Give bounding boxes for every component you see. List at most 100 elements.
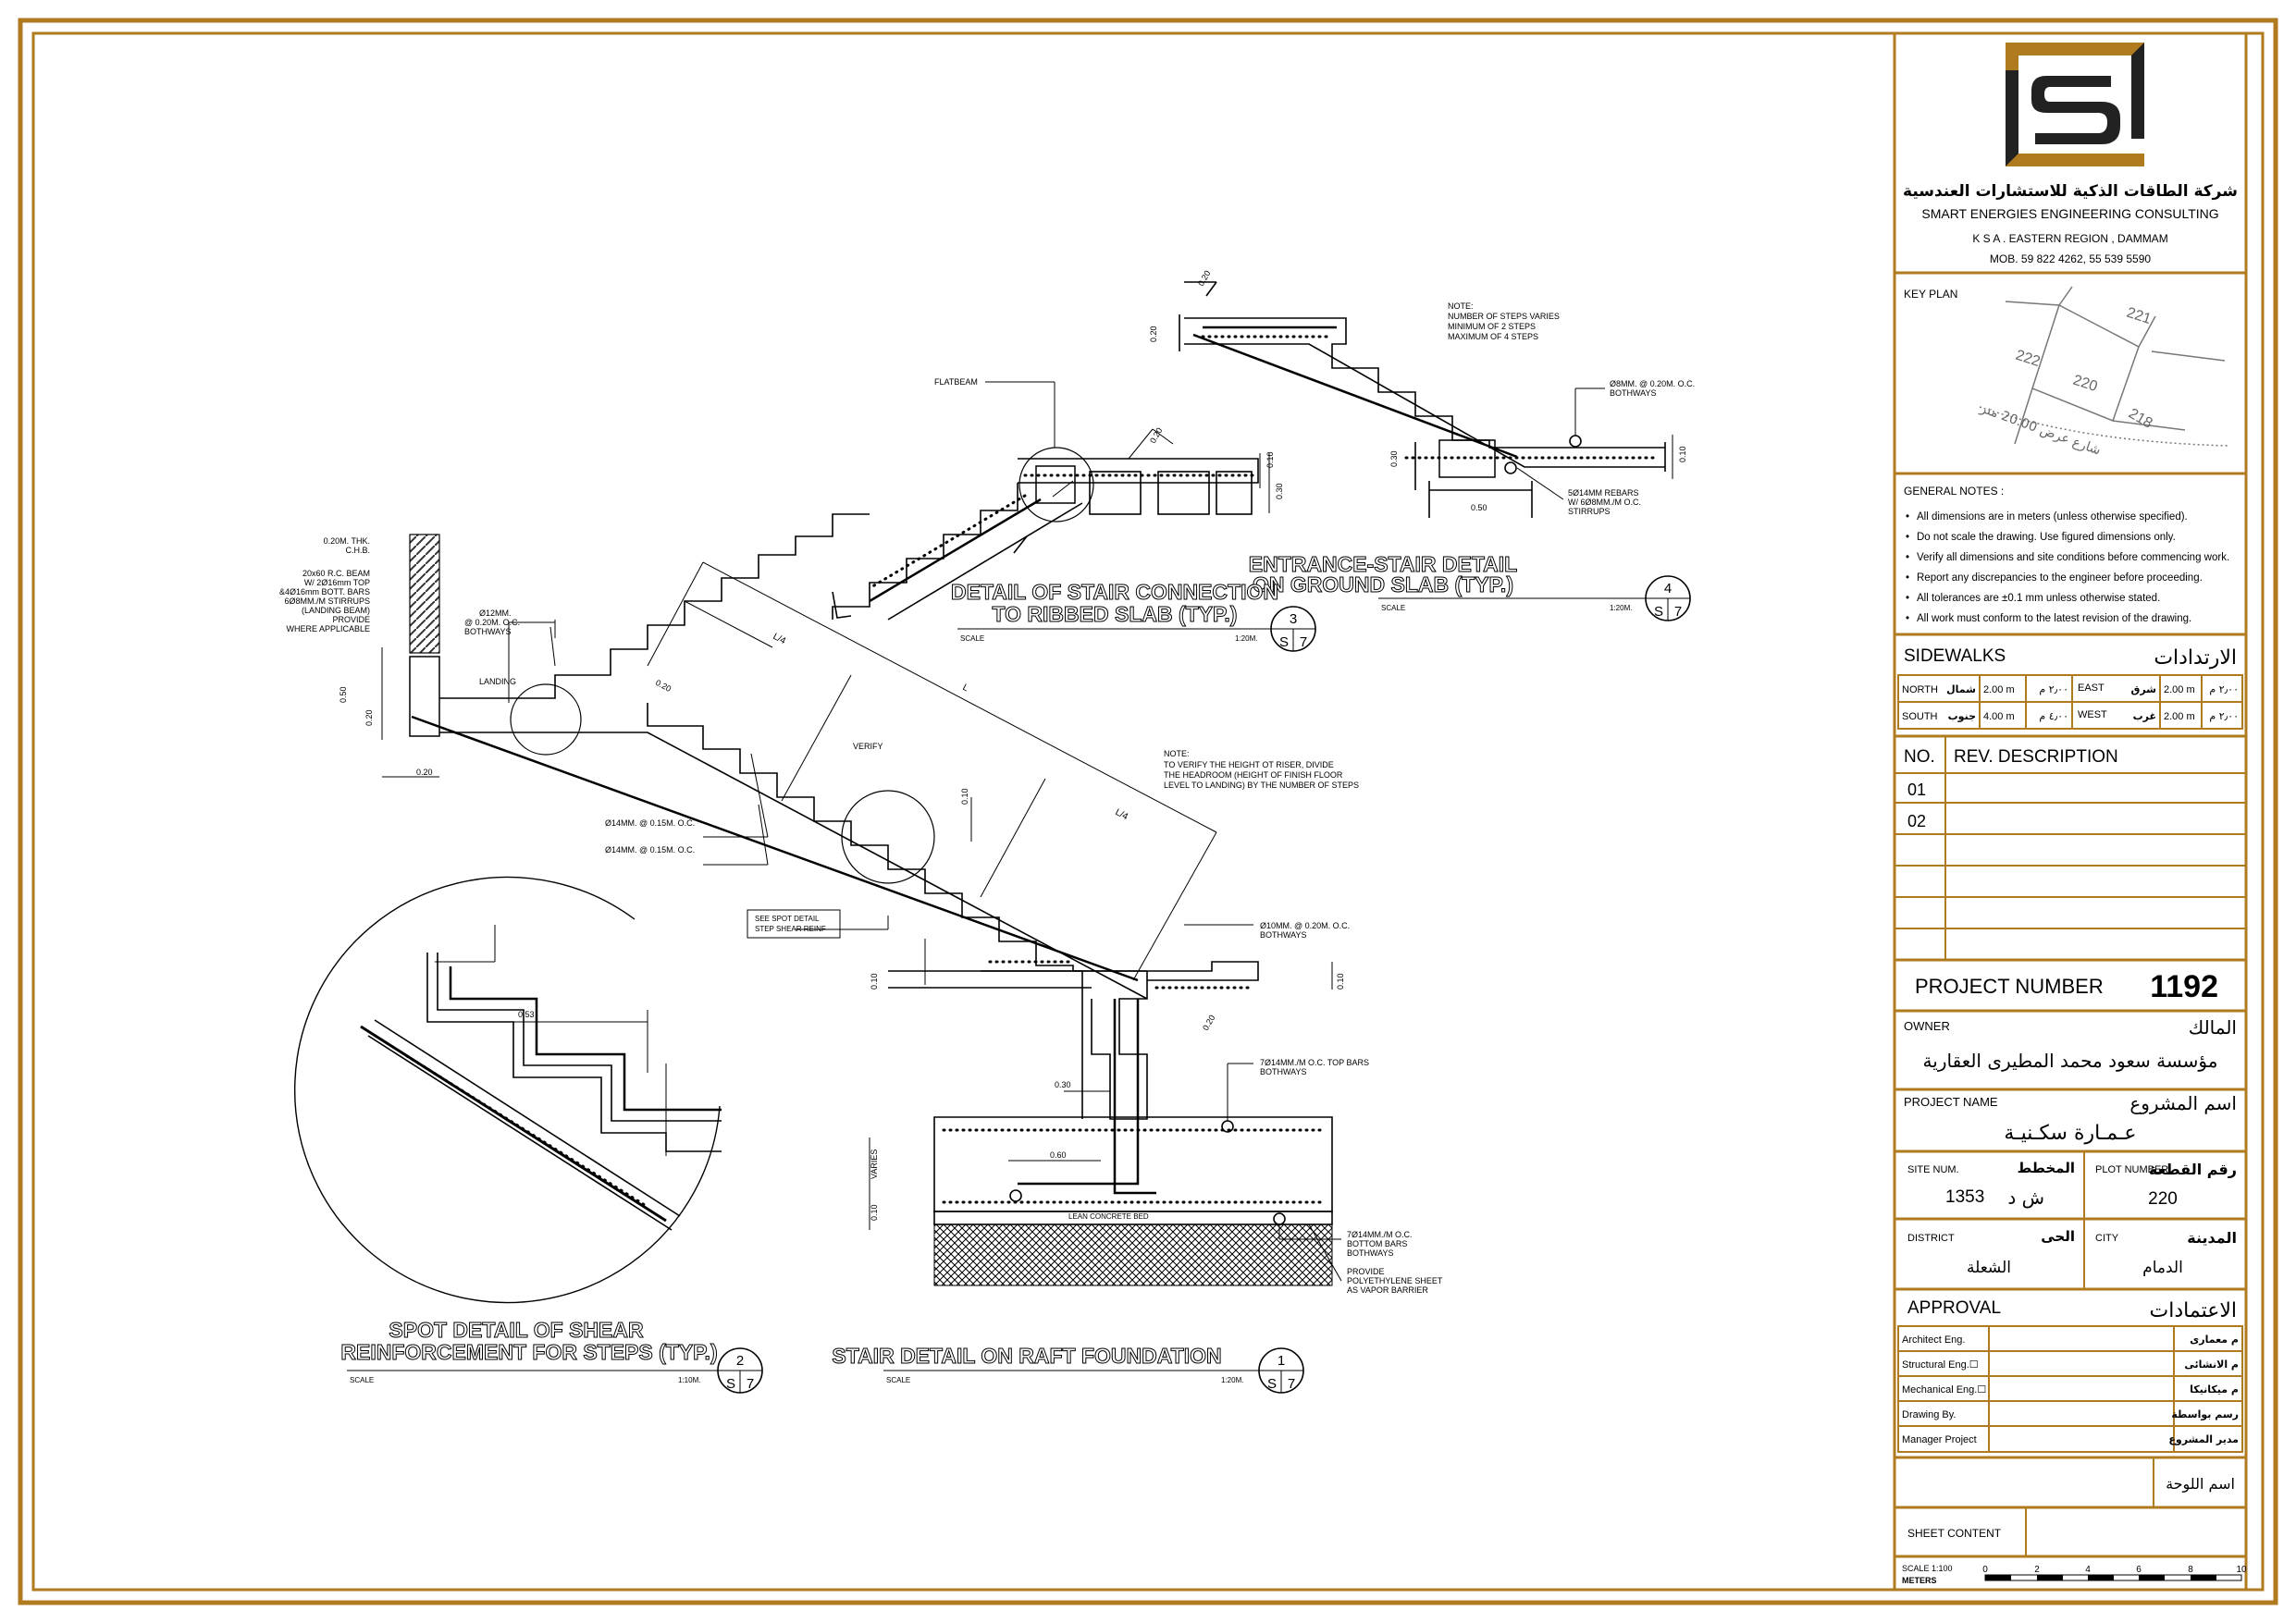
- d1-bot-1: 7Ø14MM./M O.C.: [1347, 1230, 1413, 1239]
- d1-beam-3: &4Ø16mm BOTT. BARS: [279, 587, 370, 596]
- d1-dim-060: 0.60: [1050, 1150, 1067, 1160]
- approval-architect: Architect Eng.: [1902, 1334, 1965, 1346]
- d4-dim-050: 0.50: [1471, 503, 1487, 512]
- detail-1-raft-stair: [381, 513, 1342, 1286]
- d4-num: 4: [1664, 581, 1672, 596]
- d1-beam-1: 20x60 R.C. BEAM: [302, 569, 370, 578]
- d1-bar14-1: Ø14MM. @ 0.15M. O.C.: [605, 818, 695, 828]
- scale-bar: [1984, 1574, 2242, 1581]
- d3-title-1: DETAIL OF STAIR CONNECTION: [951, 580, 1278, 604]
- sw-north-ar: شمال: [1946, 683, 1976, 695]
- owner-value: مؤسسة سعود محمد المطيرى العقارية: [1923, 1050, 2218, 1072]
- d1-dim-010b: 0.10: [870, 973, 879, 990]
- sw-west-ar: غرب: [2133, 710, 2156, 722]
- outer-border: [18, 18, 2278, 1605]
- d1-dim-020: 0.20: [1201, 1014, 1216, 1032]
- d1-note-4: LEVEL TO LANDING) BY THE NUMBER OF STEPS: [1164, 781, 1359, 790]
- key-plan: [1979, 286, 2230, 447]
- sw-south-val: 4.00 m: [1983, 711, 2015, 722]
- d1-note-1: NOTE:: [1164, 749, 1190, 758]
- company-name-en: SMART ENERGIES ENGINEERING CONSULTING: [1921, 206, 2218, 221]
- site-label: SITE NUM.: [1907, 1164, 1959, 1175]
- d1-note-3: THE HEADROOM (HEIGHT OF FINISH FLOOR: [1164, 770, 1343, 780]
- d3-callout: [1270, 606, 1316, 652]
- approval-structural-ar: م الانشائى: [2184, 1359, 2239, 1371]
- d1-bot-3: BOTHWAYS: [1347, 1248, 1394, 1258]
- company-mobile: MOB. 59 822 4262, 55 539 5590: [1990, 252, 2151, 265]
- owner-label: OWNER: [1904, 1019, 1950, 1033]
- d1-dim-030: 0.30: [1055, 1080, 1071, 1089]
- district-value: الشعلة: [1967, 1259, 2011, 1277]
- revisions-table: [1895, 736, 2246, 960]
- d3-flatbeam: FLATBEAM: [934, 377, 978, 387]
- d1-dim-050: 0.50: [339, 686, 348, 703]
- d2-title-1: SPOT DETAIL OF SHEAR: [389, 1318, 644, 1342]
- d1-dim-l4a: L/4: [772, 632, 788, 646]
- d1-bar12-3: BOTHWAYS: [464, 627, 512, 636]
- plot-value: 220: [2148, 1189, 2178, 1209]
- rev-row-02: 02: [1907, 812, 1926, 830]
- plot-221: 221: [2125, 305, 2154, 327]
- d4-rebar-1: 5Ø14MM REBARS: [1568, 488, 1639, 498]
- d4-note-4: MAXIMUM OF 4 STEPS: [1448, 332, 1538, 341]
- city-label-ar: المدينة: [2187, 1229, 2237, 1247]
- project-name-label: PROJECT NAME: [1904, 1095, 1998, 1109]
- d1-spot-box: [747, 909, 841, 939]
- d4-rebar-3: STIRRUPS: [1568, 507, 1611, 516]
- sw-east-ar: شرق: [2131, 683, 2157, 695]
- d1-dim-020c: 0.20: [416, 768, 433, 777]
- sw-north-val: 2.00 m: [1983, 684, 2015, 695]
- d1-poly-2: POLYETHYLENE SHEET: [1347, 1276, 1443, 1285]
- city-label: CITY: [2095, 1233, 2119, 1244]
- d4-rebar-2: W/ 6Ø8MM./M O.C.: [1568, 498, 1641, 507]
- d1-landing: LANDING: [479, 677, 516, 686]
- company-name-ar: شركة الطاقات الذكية للاستشارات العندسية: [1903, 182, 2238, 201]
- district-label: DISTRICT: [1907, 1233, 1955, 1244]
- d1-lean: LEAN CONCRETE BED: [1068, 1212, 1149, 1221]
- scale-tick-10: 10: [2236, 1565, 2247, 1575]
- d1-poly-3: AS VAPOR BARRIER: [1347, 1285, 1428, 1295]
- d1-dim-010c: 0.10: [1336, 973, 1345, 990]
- sw-east: EAST: [2078, 682, 2105, 694]
- approval-drawing: Drawing By.: [1902, 1409, 1956, 1420]
- detail-2-spot-shear: [294, 876, 722, 1304]
- svg-text:All dimensions are in meters (: All dimensions are in meters (unless oth…: [1917, 511, 2188, 523]
- d4-title-2: ON GROUND SLAB (TYP.): [1253, 572, 1513, 596]
- d1-bot-2: BOTTOM BARS: [1347, 1239, 1407, 1248]
- d4-scale-label: SCALE: [1381, 604, 1405, 612]
- d1-title: STAIR DETAIL ON RAFT FOUNDATION: [832, 1344, 1221, 1368]
- scale-tick-2: 2: [2034, 1565, 2040, 1575]
- d1-callout: [1258, 1347, 1304, 1394]
- d1-scale-label: SCALE: [886, 1376, 910, 1384]
- district-label-ar: الحى: [2041, 1228, 2075, 1245]
- d1-verify: VERIFY: [853, 742, 883, 751]
- d3-num: 3: [1290, 611, 1297, 627]
- d1-beam-2: W/ 2Ø16mm TOP: [304, 578, 370, 587]
- sheet-content-label: SHEET CONTENT: [1907, 1527, 2002, 1540]
- d4-bar8-2: BOTHWAYS: [1610, 388, 1657, 398]
- sw-east-val-ar: ٢٫٠٠ م: [2209, 683, 2239, 695]
- d1-dim-020d: 0.20: [654, 678, 673, 694]
- sidewalks-title-ar: الارتدادات: [2154, 646, 2237, 670]
- svg-text:•: •: [1906, 511, 1909, 523]
- plot-label-ar: رقم القطعة: [2149, 1161, 2237, 1178]
- scale-tick-0: 0: [1982, 1565, 1988, 1575]
- d2-title-2: REINFORCEMENT FOR STEPS (TYP.): [340, 1340, 717, 1364]
- approval-architect-ar: م معمارى: [2190, 1334, 2239, 1346]
- d2-dim-053: 0.53: [518, 1010, 535, 1019]
- svg-text:•: •: [1906, 613, 1909, 624]
- project-name-label-ar: اسم المشروع: [2129, 1092, 2237, 1114]
- d1-top-1: 7Ø14MM./M O.C. TOP BARS: [1260, 1058, 1369, 1067]
- d1-sheet-no: 7: [1288, 1376, 1295, 1392]
- svg-text:•: •: [1906, 552, 1909, 563]
- approval-title-ar: الاعتمادات: [2150, 1299, 2237, 1322]
- d1-beam-7: WHERE APPLICABLE: [286, 624, 370, 633]
- scale-tick-4: 4: [2085, 1565, 2091, 1575]
- d3-sheet: S: [1279, 634, 1289, 650]
- d2-scale-label: SCALE: [350, 1376, 374, 1384]
- d3-scale: 1:20M.: [1235, 634, 1257, 643]
- d4-dim-020: 0.20: [1149, 326, 1158, 342]
- d1-dim-010d: 0.10: [960, 788, 969, 805]
- d1-poly-1: PROVIDE: [1347, 1267, 1385, 1276]
- d1-varies: VARIES: [870, 1150, 879, 1179]
